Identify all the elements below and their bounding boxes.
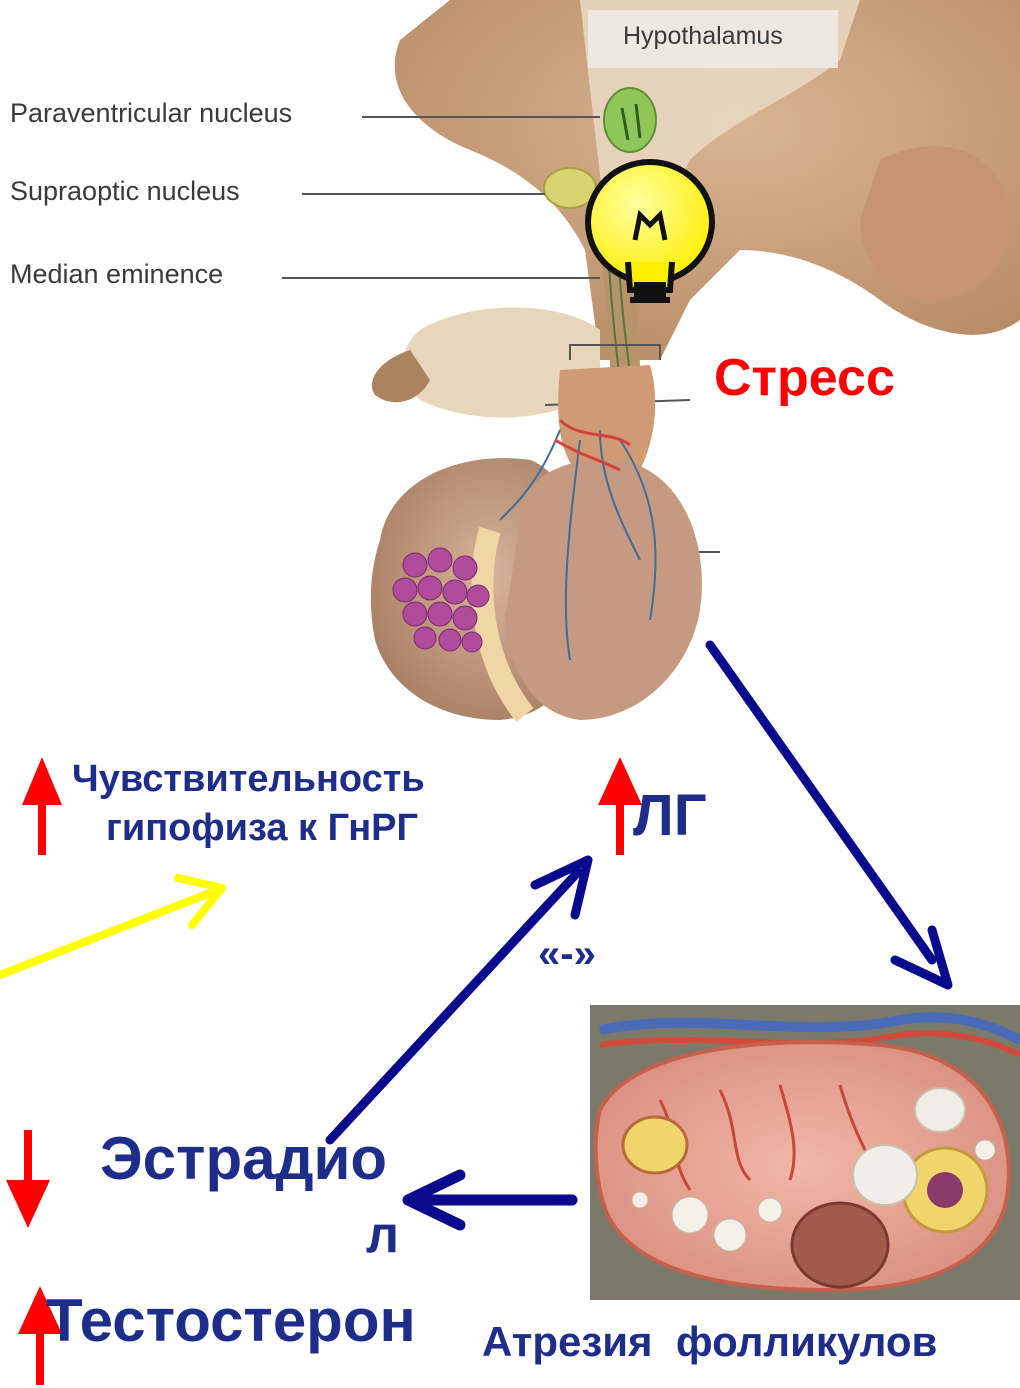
follicle-small-2: [714, 1219, 746, 1251]
hypothalamus-label: Hypothalamus: [623, 22, 783, 51]
negative-feedback-label: «-»: [538, 932, 596, 977]
estradiol-label-line1: Эстрадио: [100, 1124, 387, 1193]
arrow-yellow: [0, 893, 210, 975]
follicle-small-4: [632, 1192, 648, 1208]
estradiol-label-line2: л: [366, 1205, 399, 1265]
supraoptic-nucleus-label: Supraoptic nucleus: [10, 176, 240, 207]
follicle-left: [623, 1117, 687, 1173]
arrowhead-down-estradiol: [6, 1180, 50, 1228]
corpus-luteum: [853, 1145, 917, 1205]
arrow-estradiol-to-lh: [330, 872, 578, 1140]
pituitary-gland: [371, 365, 702, 720]
lh-label: ЛГ: [633, 782, 707, 849]
sensitivity-label-line2: гипофиза к ГнРГ: [106, 807, 418, 850]
sensitivity-label-line1: Чувствительность: [72, 758, 425, 801]
pituitary-posterior: [505, 459, 702, 720]
paraventricular-nucleus-shape: [604, 88, 656, 152]
arrowhead-up-sensitivity: [22, 757, 62, 805]
arrow-pituitary-to-ovary: [710, 645, 932, 960]
ovary-illustration: [590, 1005, 1020, 1300]
stress-label: Стресс: [714, 348, 895, 408]
paraventricular-nucleus-label: Paraventricular nucleus: [10, 98, 292, 129]
follicle-yellow-core: [927, 1172, 963, 1208]
follicle-small-3: [758, 1198, 782, 1222]
median-eminence-label: Median eminence: [10, 259, 223, 290]
corpus-albicans: [915, 1088, 965, 1132]
follicle-small-5: [975, 1140, 995, 1160]
infundibulum: [558, 365, 655, 470]
follicle-small-1: [672, 1197, 708, 1233]
follicle-dark: [792, 1203, 888, 1287]
testosterone-label: Тестостерон: [46, 1286, 416, 1355]
follicle-atresia-label: Атрезия фолликулов: [482, 1318, 937, 1366]
